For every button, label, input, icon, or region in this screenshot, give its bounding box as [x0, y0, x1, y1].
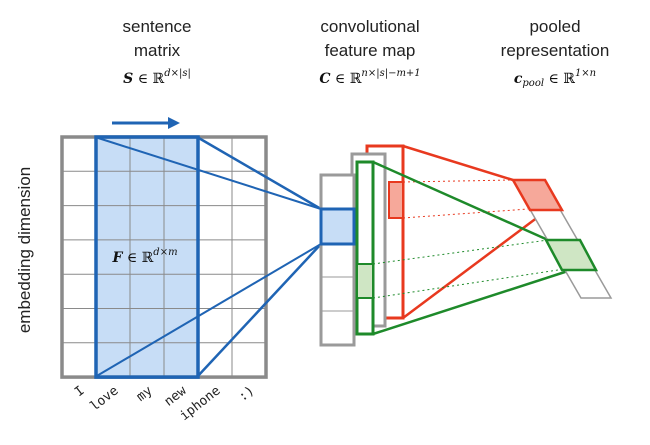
pooling-lines	[372, 144, 569, 336]
sentence-math-sup: d×|s|	[164, 68, 191, 79]
conv-math: C ∈ ℝn×|s|−m+1	[319, 68, 420, 87]
filter-math-sup: d×m	[153, 247, 177, 258]
pooled-math-sup: 1×n	[575, 68, 596, 79]
feature-map-green	[355, 160, 375, 336]
filter-projection-lines	[94, 135, 322, 378]
filter-region	[96, 137, 198, 378]
pooled-vector	[510, 178, 613, 299]
filter-math-symbol: F	[111, 250, 123, 266]
pooled-header-line2: representation	[501, 41, 610, 60]
sentence-math-rest: ∈ ℝ	[133, 71, 164, 87]
conv-math-symbol: C	[319, 71, 330, 87]
sentence-matrix	[60, 135, 268, 379]
feature-map-front	[319, 173, 356, 347]
pooled-cell-red	[510, 178, 565, 212]
conv-math-sup: n×|s|−m+1	[361, 68, 420, 79]
word-label: I	[72, 383, 87, 400]
sentence-header-line1: sentence	[123, 17, 192, 36]
pooled-math: cpool ∈ ℝ1×n	[514, 68, 596, 89]
filter-math-rest: ∈ ℝ	[122, 250, 153, 266]
pooled-math-symbol: c	[514, 71, 523, 87]
conv-header-line1: convolutional	[320, 17, 419, 36]
word-label: my	[134, 383, 156, 405]
feature-map-active-cell	[319, 207, 356, 246]
sentence-math-symbol: S	[123, 71, 133, 87]
conv-math-rest: ∈ ℝ	[330, 71, 361, 87]
conv-feature-map-header: convolutional feature map C ∈ ℝn×|s|−m+1	[319, 17, 420, 87]
sentence-matrix-header: sentence matrix S ∈ ℝd×|s|	[123, 17, 192, 87]
word-label: love	[88, 383, 122, 414]
sentence-header-line2: matrix	[134, 41, 181, 60]
pooled-cell-green	[543, 238, 599, 272]
slide-direction-arrow	[112, 117, 180, 129]
embedding-dimension-label: embedding dimension	[15, 167, 34, 333]
pooled-representation-header: pooled representation cpool ∈ ℝ1×n	[501, 17, 610, 89]
filter-math: F ∈ ℝd×m	[111, 247, 177, 266]
sentence-math: S ∈ ℝd×|s|	[123, 68, 191, 87]
pooled-math-rest: ∈ ℝ	[544, 71, 575, 87]
conv-header-line2: feature map	[325, 41, 416, 60]
feature-map-stack	[319, 144, 405, 347]
filter-border	[94, 135, 200, 379]
word-label: :)	[236, 383, 258, 404]
pooled-header-line1: pooled	[529, 17, 580, 36]
pooled-math-sub: pool	[522, 78, 544, 89]
feature-map-column	[319, 173, 356, 347]
